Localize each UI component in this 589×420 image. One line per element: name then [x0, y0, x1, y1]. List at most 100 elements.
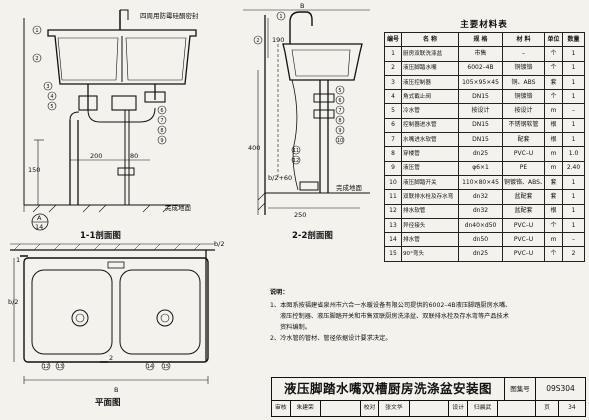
table-cell: 8 — [384, 146, 402, 162]
table-cell: 穿楼管 — [401, 146, 459, 162]
table-cell: 7 — [384, 132, 402, 148]
designer-signature — [498, 401, 537, 416]
table-cell: 1 — [562, 74, 585, 91]
table-cell: 个 — [544, 89, 563, 105]
callout-l-6: 6 — [160, 108, 163, 114]
callout-m-7: 9 — [338, 128, 341, 134]
table-cell: 套 — [544, 74, 563, 91]
table-cell: 9 — [384, 160, 402, 176]
table-cell: m — [544, 160, 563, 176]
callout-m-1: 1 — [279, 14, 282, 20]
callout-m-2: 2 — [256, 38, 259, 44]
table-cell: 液压控制器 — [401, 74, 459, 91]
notes-title: 说明： — [270, 289, 289, 296]
table-cell: 控制器进水管 — [401, 117, 459, 134]
table-cell: 2 — [384, 60, 402, 76]
dim-200: 200 — [90, 152, 102, 160]
dim-150: 150 — [28, 166, 40, 174]
header-name: 名 称 — [401, 31, 459, 48]
table-cell: 铜镀铬 — [502, 89, 545, 105]
checker-signature — [410, 401, 450, 416]
callout-p-4: 15 — [163, 364, 169, 370]
table-cell: 排水软管 — [401, 203, 459, 219]
signature-row: 审核 朱建荣 校对 张文华 设计 归晨武 页 34 — [272, 401, 585, 416]
table-cell: – — [502, 46, 545, 62]
reviewer-name: 朱建荣 — [291, 401, 321, 416]
design-label: 设计 — [449, 401, 468, 416]
designer-name: 归晨武 — [468, 401, 499, 416]
table-cell: dn32 — [458, 189, 503, 205]
table-cell: 液压管 — [401, 160, 459, 176]
b-plan-label: B — [114, 386, 118, 394]
table-cell: 1 — [562, 89, 585, 105]
table-cell: 根 — [544, 132, 563, 148]
callout-m-5: 7 — [338, 108, 341, 114]
table-cell: 6002–4B — [458, 60, 503, 76]
table-cell: 角式截止阀 — [401, 89, 459, 105]
table-cell: 1 — [562, 217, 585, 234]
callout-l-2: 2 — [35, 56, 38, 62]
table-cell: 110×80×45 — [458, 174, 503, 191]
b-ref-top-label: b/2 — [214, 240, 224, 248]
atlas-code-label: 图集号 — [505, 378, 536, 401]
section-2-2-title: 2-2剖面图 — [292, 230, 333, 241]
table-cell: – — [562, 232, 585, 248]
table-cell: 水嘴进水软管 — [401, 132, 459, 148]
table-cell: 1 — [562, 132, 585, 148]
table-cell: PE — [502, 160, 545, 176]
table-cell: 冷水管 — [401, 103, 459, 119]
check-label: 校对 — [361, 401, 380, 416]
note-line-2: 液压控制器、液压脚踏开关和市售双联厨房洗涤盆、双联排水栓及存水弯等产品技术 — [280, 313, 509, 320]
table-cell: 1 — [562, 46, 585, 62]
table-cell: m — [544, 103, 563, 119]
sec-marker-2: 2 — [109, 354, 113, 362]
finished-floor-label-2: 完成地面 — [336, 183, 363, 192]
table-cell: 3 — [384, 74, 402, 91]
table-cell: dn50 — [458, 232, 503, 248]
table-cell: 10 — [384, 174, 402, 191]
materials-table-title: 主要材料表 — [460, 20, 508, 30]
table-cell: 盆配套 — [502, 189, 545, 205]
callout-m-3: 5 — [338, 88, 341, 94]
table-cell: 套 — [544, 174, 563, 191]
table-cell: 1.0 — [562, 146, 585, 162]
page-number: 34 — [568, 405, 576, 411]
table-cell: 1 — [562, 174, 585, 191]
table-cell: 1 — [384, 46, 402, 62]
table-cell: 90°弯头 — [401, 246, 459, 262]
page-label: 页 — [536, 401, 559, 416]
plan-view — [10, 243, 215, 384]
table-cell: 铜、ABS — [502, 74, 545, 91]
sealant-label: 四周用防霉硅酮密封 — [140, 11, 199, 20]
table-cell: 11 — [384, 189, 402, 205]
table-cell: DN15 — [458, 132, 503, 148]
callout-m-9: 11 — [293, 148, 299, 154]
table-header-row: 编号 名 称 规 格 材 料 单位 数量 — [384, 31, 585, 48]
a-ref-sheet: 14 — [35, 223, 43, 231]
table-cell: PVC–U — [502, 217, 545, 234]
table-cell: PVC–U — [502, 146, 545, 162]
callout-l-3: 3 — [46, 84, 49, 90]
b-ref-plan-label: b/2 — [8, 298, 18, 306]
a-ref-label: A — [37, 214, 42, 222]
table-cell: 14 — [384, 232, 402, 248]
table-cell: m — [544, 232, 563, 248]
sec-marker-1: 1 — [16, 256, 20, 264]
title-block: 液压脚踏水嘴双槽厨房洗涤盆安装图 图集号 09S304 审核 朱建荣 校对 张文… — [271, 377, 586, 417]
table-cell: 根 — [544, 203, 563, 219]
section-1-1-title: 1-1剖面图 — [80, 230, 121, 241]
table-cell: 1 — [562, 203, 585, 219]
b-top-label: B — [300, 2, 304, 10]
notes-block: 说明： 1、本图系按福建省泉州市六合一水暖设备有限公司提供的6002–4B液压脚… — [270, 287, 582, 344]
note-line-1: 1、本图系按福建省泉州市六合一水暖设备有限公司提供的6002–4B液压脚踏厨房水… — [270, 302, 512, 309]
table-cell: 厨房双联洗涤盆 — [401, 46, 459, 62]
